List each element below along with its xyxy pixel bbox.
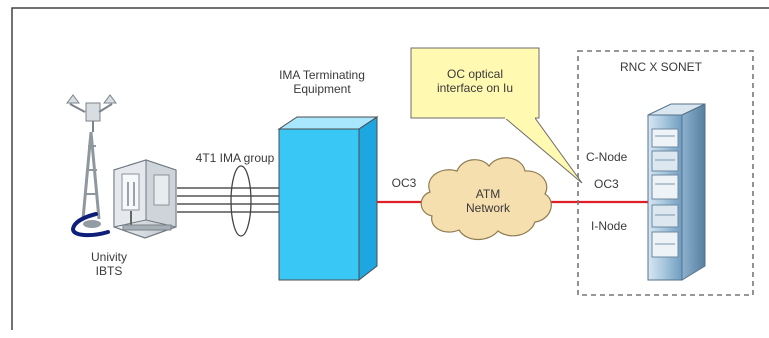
callout-label-line-1: OC optical [446, 67, 504, 81]
oc3-left-label: OC3 [391, 176, 417, 190]
oc-optical-callout [410, 47, 583, 184]
bts-cabinet-icon [113, 159, 177, 239]
rnc-dashed-box [577, 50, 754, 296]
i-node-label: I-Node [591, 219, 628, 233]
atm-network-label-line-2: Network [465, 201, 510, 215]
bts-label: Univity IBTS [86, 250, 132, 278]
atm-network-label-line-1: ATM [475, 187, 501, 201]
atm-network-label: ATM Network [460, 187, 516, 215]
rnc-rack-icon [647, 103, 706, 281]
atm-network-cloud [420, 157, 552, 241]
bts-label-line-1: Univity [90, 250, 127, 264]
bts-label-line-2: IBTS [95, 264, 123, 278]
diagram-frame-top-left [11, 7, 769, 330]
callout-label-line-2: interface on Iu [436, 81, 514, 95]
rnc-box-title: RNC X SONET [619, 60, 702, 74]
callout-label: OC optical interface on Iu [423, 67, 527, 95]
c-node-label: C-Node [586, 150, 628, 164]
ima-group-label: 4T1 IMA group [195, 151, 275, 165]
ima-equipment-label-line-1: IMA Terminating [279, 68, 365, 82]
cell-tower-icon [66, 94, 117, 228]
ima-links [177, 165, 279, 237]
ima-equipment-label-line-2: Equipment [293, 82, 351, 96]
ima-equipment-label: IMA Terminating Equipment [264, 68, 380, 96]
bts-cable [70, 212, 110, 238]
ima-terminating-equipment-icon [277, 116, 379, 282]
oc3-right-label: OC3 [594, 177, 619, 191]
